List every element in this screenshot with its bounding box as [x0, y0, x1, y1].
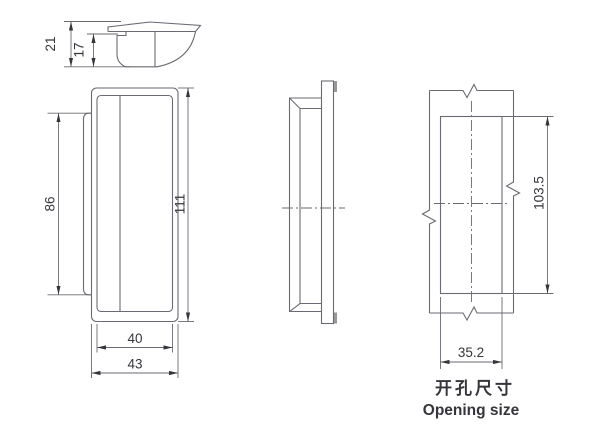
- dim-label-111: 111: [173, 194, 188, 215]
- opening-view: 103.5 35.2 开孔尺寸 Opening size: [421, 83, 554, 419]
- side-body-outline: [288, 97, 322, 313]
- caption-chinese: 开孔尺寸: [435, 378, 515, 398]
- front-view: 86 111 40 43: [43, 87, 194, 378]
- side-body-inner: [299, 107, 322, 305]
- side-chamfer-bottom: [289, 303, 301, 312]
- caption-english: Opening size: [423, 402, 520, 419]
- front-outer-flange: [90, 87, 179, 323]
- dim-label-103-5: 103.5: [532, 176, 547, 210]
- dim-label-43: 43: [127, 357, 142, 372]
- panel-top-edge: [429, 83, 514, 99]
- dim-label-86: 86: [43, 196, 58, 211]
- profile-body-outline: [116, 31, 197, 68]
- side-view: [282, 80, 345, 325]
- front-inner-recess: [96, 94, 174, 313]
- dim-label-40: 40: [127, 331, 142, 346]
- profile-lid-outline: [107, 21, 202, 33]
- front-rear-housing: [82, 112, 92, 296]
- profile-view: 21 17: [43, 21, 202, 68]
- panel-right-edge: [505, 90, 521, 313]
- dim-label-21: 21: [43, 36, 58, 51]
- side-flange-plate: [320, 80, 335, 325]
- dim-label-17: 17: [72, 42, 87, 57]
- dim-label-35-2: 35.2: [458, 345, 484, 360]
- side-chamfer-top: [289, 97, 301, 109]
- panel-bottom-edge: [429, 305, 514, 322]
- panel-left-edge: [421, 90, 437, 313]
